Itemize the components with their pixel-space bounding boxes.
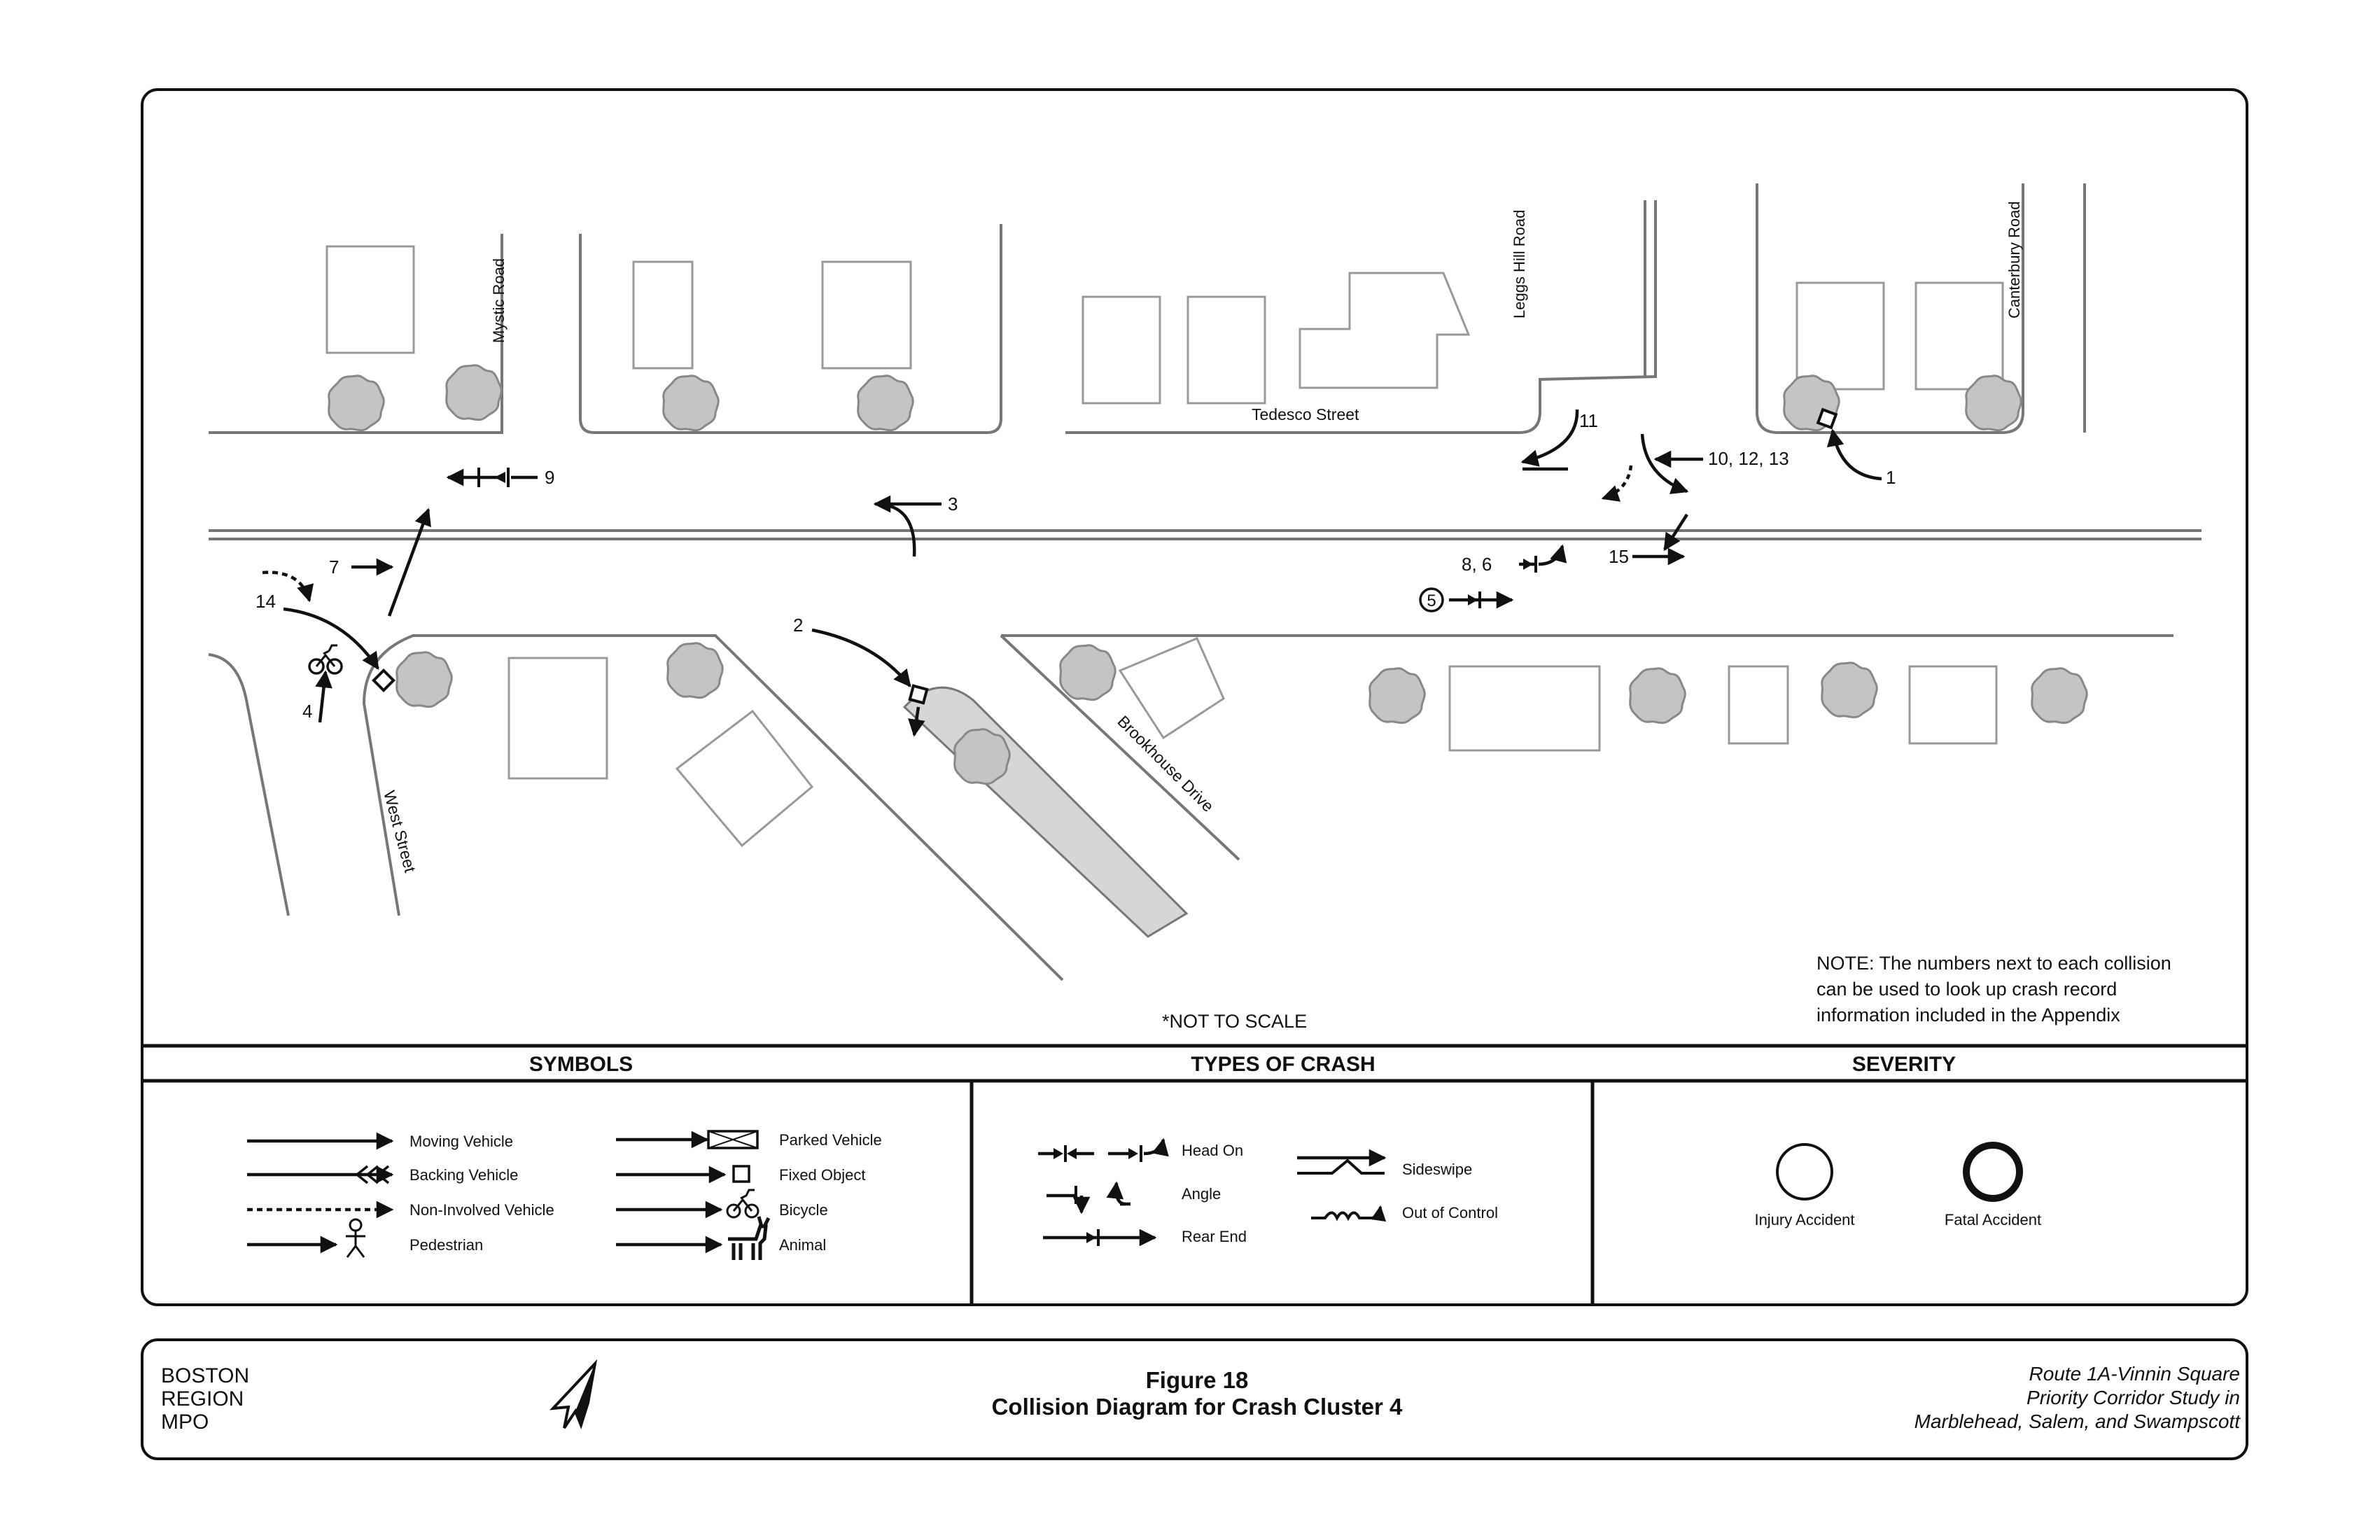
svg-text:information included in the Ap: information included in the Appendix: [1816, 1004, 2120, 1026]
legend-severity-header: SEVERITY: [1852, 1053, 1956, 1076]
legend-parked-vehicle: Parked Vehicle: [616, 1130, 882, 1149]
svg-text:Injury Accident: Injury Accident: [1754, 1211, 1854, 1228]
legend-angle: Angle: [1046, 1181, 1221, 1214]
svg-text:10, 12, 13: 10, 12, 13: [1708, 448, 1789, 469]
legend-injury-accident: Injury Accident: [1754, 1143, 1855, 1228]
crash-1-fixed-object: 1: [1816, 407, 1896, 488]
svg-text:Angle: Angle: [1182, 1185, 1221, 1203]
svg-text:can be used to look up crash r: can be used to look up crash record: [1816, 979, 2117, 1000]
svg-text:Fatal Accident: Fatal Accident: [1945, 1211, 2041, 1228]
crash-10-12-13-angle: 10, 12, 13: [1601, 433, 1789, 502]
crash-3-moving: 3: [873, 493, 958, 557]
crash-2-fixed-object: 2: [793, 615, 929, 737]
legend-fixed-object: Fixed Object: [616, 1165, 866, 1184]
figure-number: Figure 18: [1146, 1367, 1249, 1393]
svg-text:11: 11: [1579, 410, 1598, 431]
legend-out-of-control: Out of Control: [1311, 1204, 1498, 1222]
footer-frame: [141, 1338, 2248, 1460]
svg-text:REGION: REGION: [161, 1387, 244, 1410]
crash-4-bicycle: 4: [302, 644, 343, 723]
svg-text:1: 1: [1886, 467, 1896, 488]
crash-5-injury-rear-end: 5: [1419, 587, 1514, 612]
svg-text:Backing Vehicle: Backing Vehicle: [410, 1166, 518, 1184]
crash-7-angle: 7: [329, 507, 431, 617]
svg-text:2: 2: [793, 615, 803, 636]
legend-non-involved-vehicle: Non-Involved Vehicle: [247, 1200, 554, 1219]
legend-fatal-accident: Fatal Accident: [1945, 1142, 2041, 1228]
figure-title: Collision Diagram for Crash Cluster 4: [992, 1394, 1403, 1420]
street-label-canterbury: Canterbury Road: [2005, 201, 2023, 318]
svg-text:Pedestrian: Pedestrian: [410, 1236, 483, 1254]
legend-pedestrian: Pedestrian: [247, 1218, 483, 1258]
svg-text:Head On: Head On: [1182, 1142, 1243, 1159]
footer-org: BOSTON REGION MPO: [161, 1364, 249, 1434]
svg-text:MPO: MPO: [161, 1410, 209, 1434]
svg-text:Moving Vehicle: Moving Vehicle: [410, 1133, 513, 1150]
svg-text:Marblehead, Salem, and Swampsc: Marblehead, Salem, and Swampscott: [1914, 1410, 2241, 1432]
legend-crash-types-header: TYPES OF CRASH: [1191, 1053, 1375, 1076]
legend-symbols-header: SYMBOLS: [529, 1053, 633, 1076]
svg-text:Sideswipe: Sideswipe: [1402, 1161, 1472, 1178]
street-label-mystic: Mystic Road: [490, 258, 507, 343]
median-island: [902, 686, 1189, 938]
crash-8-6-rear-end: 8, 6: [1462, 544, 1567, 575]
legend-sideswipe: Sideswipe: [1297, 1149, 1472, 1178]
svg-text:8, 6: 8, 6: [1462, 554, 1492, 575]
svg-text:3: 3: [948, 493, 958, 514]
svg-text:Bicycle: Bicycle: [779, 1201, 828, 1219]
not-to-scale-label: *NOT TO SCALE: [1162, 1011, 1307, 1032]
street-label-leggs-hill: Leggs Hill Road: [1511, 210, 1528, 318]
crash-15-angle: 15: [1609, 513, 1688, 567]
svg-text:Route 1A-Vinnin Square: Route 1A-Vinnin Square: [2029, 1363, 2240, 1385]
svg-text:5: 5: [1427, 592, 1436, 610]
crash-symbols: 9 7 14 4 2: [255, 407, 1896, 737]
svg-text:4: 4: [302, 701, 312, 722]
legend-animal: Animal: [616, 1216, 826, 1260]
legend: SYMBOLS TYPES OF CRASH SEVERITY Moving V…: [142, 1044, 2247, 1305]
svg-text:Fixed Object: Fixed Object: [779, 1166, 866, 1184]
svg-text:Non-Involved Vehicle: Non-Involved Vehicle: [410, 1201, 554, 1219]
svg-text:Parked Vehicle: Parked Vehicle: [779, 1131, 882, 1149]
svg-text:Out of Control: Out of Control: [1402, 1204, 1498, 1222]
svg-text:14: 14: [255, 591, 276, 612]
svg-text:Rear End: Rear End: [1182, 1228, 1247, 1245]
svg-text:NOTE: The numbers next to eac: NOTE: The numbers next to each collision: [1816, 953, 2171, 974]
svg-text:15: 15: [1609, 546, 1629, 567]
svg-text:9: 9: [545, 467, 554, 488]
svg-text:Animal: Animal: [779, 1236, 826, 1254]
crash-14-fixed-object: 14: [255, 570, 396, 692]
crash-9-head-on: 9: [446, 467, 554, 488]
note-block: NOTE: The numbers next to each collision…: [1816, 953, 2171, 1026]
street-label-tedesco: Tedesco Street: [1252, 405, 1359, 424]
legend-backing-vehicle: Backing Vehicle: [247, 1165, 518, 1184]
buildings: [326, 245, 2004, 848]
legend-moving-vehicle: Moving Vehicle: [247, 1132, 513, 1150]
north-arrow-icon: [549, 1359, 598, 1429]
legend-head-on: Head On: [1038, 1138, 1243, 1162]
svg-text:7: 7: [329, 556, 339, 578]
svg-text:Priority Corridor Study in: Priority Corridor Study in: [2026, 1387, 2240, 1408]
footer-study: Route 1A-Vinnin Square Priority Corridor…: [1914, 1363, 2241, 1432]
legend-rear-end: Rear End: [1043, 1228, 1247, 1247]
svg-text:BOSTON: BOSTON: [161, 1364, 249, 1387]
map-frame: [141, 88, 2248, 1306]
legend-bicycle: Bicycle: [616, 1189, 828, 1219]
crash-11-turn: 11: [1520, 409, 1598, 471]
